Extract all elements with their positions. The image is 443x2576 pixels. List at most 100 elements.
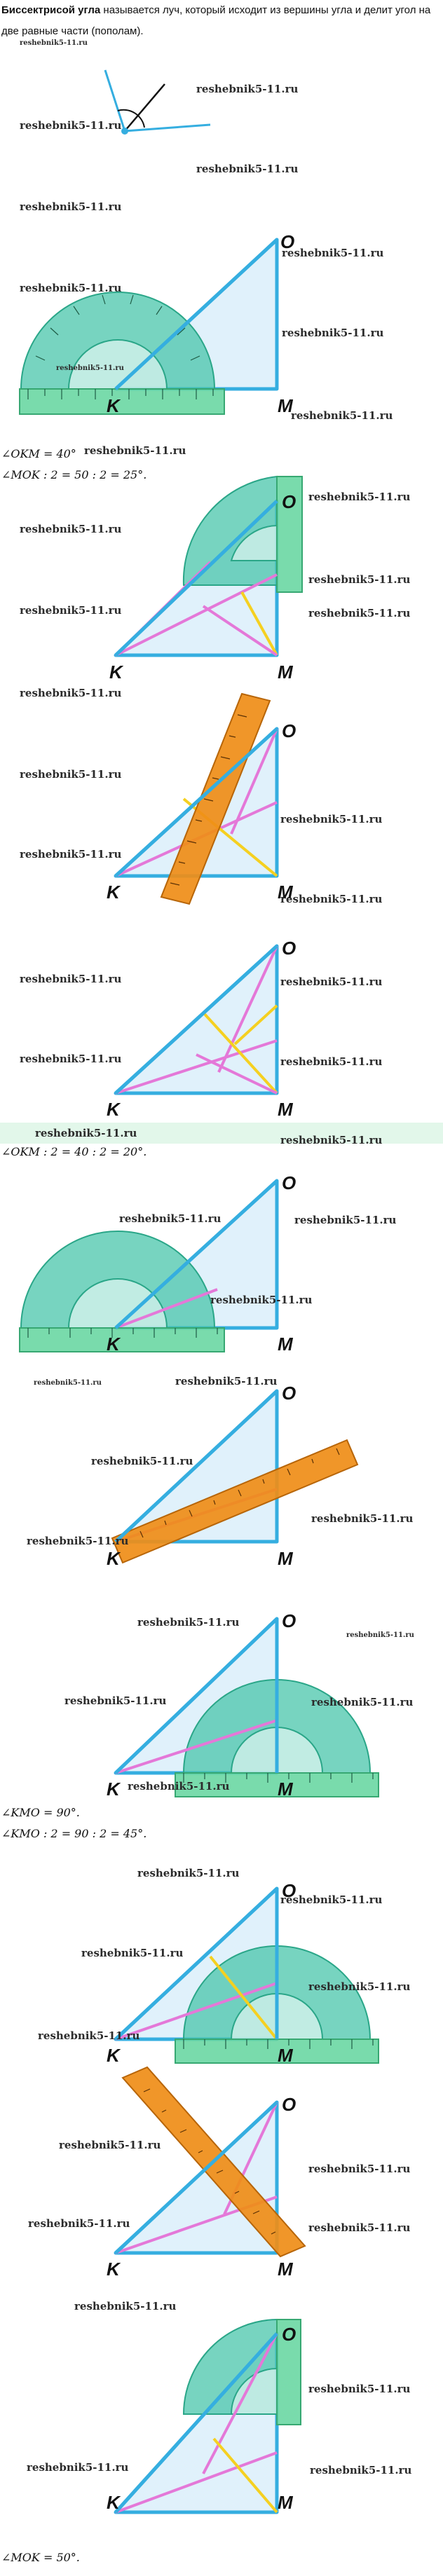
vertex-label-k: K: [107, 1779, 121, 1800]
watermark-text: reshebnik5-11.ru: [282, 247, 384, 259]
ruler-green: [175, 2039, 379, 2064]
watermark-text: reshebnik5-11.ru: [119, 1212, 222, 1225]
watermark-text: reshebnik5-11.ru: [91, 1455, 193, 1467]
watermark-text: reshebnik5-11.ru: [308, 2383, 411, 2395]
watermark-text: reshebnik5-11.ru: [20, 39, 88, 47]
vertex-label-m: M: [278, 395, 294, 416]
watermark-text: reshebnik5-11.ru: [308, 1980, 411, 1993]
equation-okm: ∠OKM = 40°: [1, 447, 76, 460]
bisector-line: [217, 945, 278, 1073]
equation-mok-half: ∠MOK : 2 = 50 : 2 = 25°.: [1, 468, 147, 481]
vertex-label-m: M: [278, 1099, 294, 1120]
watermark-text: reshebnik5-11.ru: [196, 83, 299, 95]
vertex-label-k: K: [107, 2492, 121, 2513]
bisector-line: [115, 573, 278, 657]
triangle-bisectors-figure: O K M: [107, 938, 296, 1120]
watermark-text: reshebnik5-11.ru: [175, 1375, 278, 1388]
vertex-label-k: K: [107, 1099, 121, 1120]
watermark-text: reshebnik5-11.ru: [20, 604, 122, 617]
triangle-protractor-o-figure-2: O K M: [107, 2318, 301, 2514]
vertex-label-o: O: [282, 1880, 296, 1901]
bisector-line: [202, 2333, 278, 2474]
protractor-inner: [230, 2367, 278, 2415]
watermark-text: reshebnik5-11.ru: [280, 1134, 383, 1146]
bisector-line: [230, 728, 278, 835]
equation-okm-half: ∠OKM : 2 = 40 : 2 = 20°.: [1, 1145, 147, 1158]
ruler-scale: [143, 2088, 276, 2235]
triangle-protractor-m-figure: O K M: [107, 1610, 379, 1800]
watermark-text: reshebnik5-11.ru: [196, 163, 299, 175]
vertex-label-m: M: [278, 2259, 294, 2280]
protractor-inner: [230, 524, 278, 561]
ruler-scale: [27, 389, 214, 399]
watermark-text: reshebnik5-11.ru: [28, 2217, 130, 2230]
watermark-text: reshebnik5-11.ru: [308, 2163, 411, 2175]
vertex-label-o: O: [280, 231, 294, 252]
watermark-text: reshebnik5-11.ru: [20, 973, 122, 985]
watermark-text: reshebnik5-11.ru: [282, 327, 384, 339]
watermark-text: reshebnik5-11.ru: [294, 1214, 397, 1226]
watermark-text: reshebnik5-11.ru: [280, 893, 383, 905]
watermark-text: reshebnik5-11.ru: [280, 1893, 383, 1906]
watermark-text: reshebnik5-11.ru: [280, 813, 383, 825]
construction-line: [240, 591, 278, 656]
construction-line: [233, 1004, 278, 1046]
watermark-text: reshebnik5-11.ru: [27, 2461, 129, 2474]
ruler-green: [19, 388, 225, 415]
angle-bisector-figure: [104, 69, 211, 135]
vertex-label-o: O: [282, 2094, 296, 2115]
vertex-label-o: O: [282, 938, 296, 959]
triangle-edge-ko: [114, 2101, 278, 2254]
watermark-text: reshebnik5-11.ru: [310, 2464, 412, 2476]
watermark-text: reshebnik5-11.ru: [346, 1631, 414, 1639]
equation-mok: ∠MOK = 50°.: [1, 2551, 80, 2564]
definition-text: называется луч, который исходит из верши…: [1, 4, 431, 37]
angle-arc: [117, 109, 145, 128]
ruler-orange: [160, 692, 271, 905]
bisector-line: [202, 605, 278, 657]
triangle-edge-ko: [114, 1390, 278, 1543]
highlight-band: [0, 1123, 443, 1144]
vertex-label-o: O: [282, 720, 296, 741]
watermark-text: reshebnik5-11.ru: [27, 1535, 129, 1547]
triangle-orange-ruler-m-figure: O K M: [107, 2066, 306, 2280]
ruler-green: [19, 1327, 225, 1352]
triangle-edge-ko: [114, 500, 278, 657]
angle-ray-1: [104, 69, 126, 132]
watermark-text: reshebnik5-11.ru: [308, 573, 411, 586]
bisector-line: [115, 2451, 278, 2514]
vertex-label-o: O: [282, 1172, 296, 1193]
watermark-text: reshebnik5-11.ru: [128, 1780, 230, 1793]
protractor-inner: [67, 339, 168, 390]
triangle-protractor-k-figure: O K M: [19, 231, 294, 416]
watermark-text: reshebnik5-11.ru: [20, 687, 122, 699]
watermark-text: reshebnik5-11.ru: [74, 2300, 177, 2313]
angle-ray-2: [124, 123, 211, 132]
vertex-label-o: O: [282, 491, 296, 512]
watermark-text: reshebnik5-11.ru: [20, 1053, 122, 1065]
vertex-label-k: K: [107, 882, 121, 903]
vertex-label-k: K: [107, 395, 121, 416]
ruler-scale: [139, 1448, 340, 1538]
triangle-edge-ko: [114, 727, 278, 877]
bisector-line: [115, 1039, 278, 1095]
vertex-label-m: M: [278, 2045, 294, 2066]
ruler-green: [276, 2319, 301, 2425]
watermark-text: reshebnik5-11.ru: [311, 1512, 414, 1525]
watermark-text: reshebnik5-11.ru: [308, 491, 411, 503]
triangle-edge-ko: [114, 1617, 278, 1774]
watermark-text: reshebnik5-11.ru: [308, 2221, 411, 2234]
vertex-label-m: M: [278, 1334, 294, 1355]
vertex-label-o: O: [282, 1610, 296, 1631]
triangle-edge-ko: [114, 1179, 278, 1329]
definition-term: Биссектрисой угла: [1, 4, 101, 16]
vertex-label-k: K: [107, 2045, 121, 2066]
watermark-text: reshebnik5-11.ru: [20, 282, 122, 294]
vertex-label-k: K: [107, 1334, 121, 1355]
definition-paragraph: Биссектрисой угла называется луч, которы…: [1, 0, 440, 42]
watermark-text: reshebnik5-11.ru: [64, 1694, 167, 1707]
watermark-text: reshebnik5-11.ru: [280, 975, 383, 988]
vertex-label-o: O: [282, 2324, 296, 2345]
bisector-line: [196, 1053, 278, 1095]
triangle-orange-ruler-figure: O K M: [107, 692, 296, 905]
